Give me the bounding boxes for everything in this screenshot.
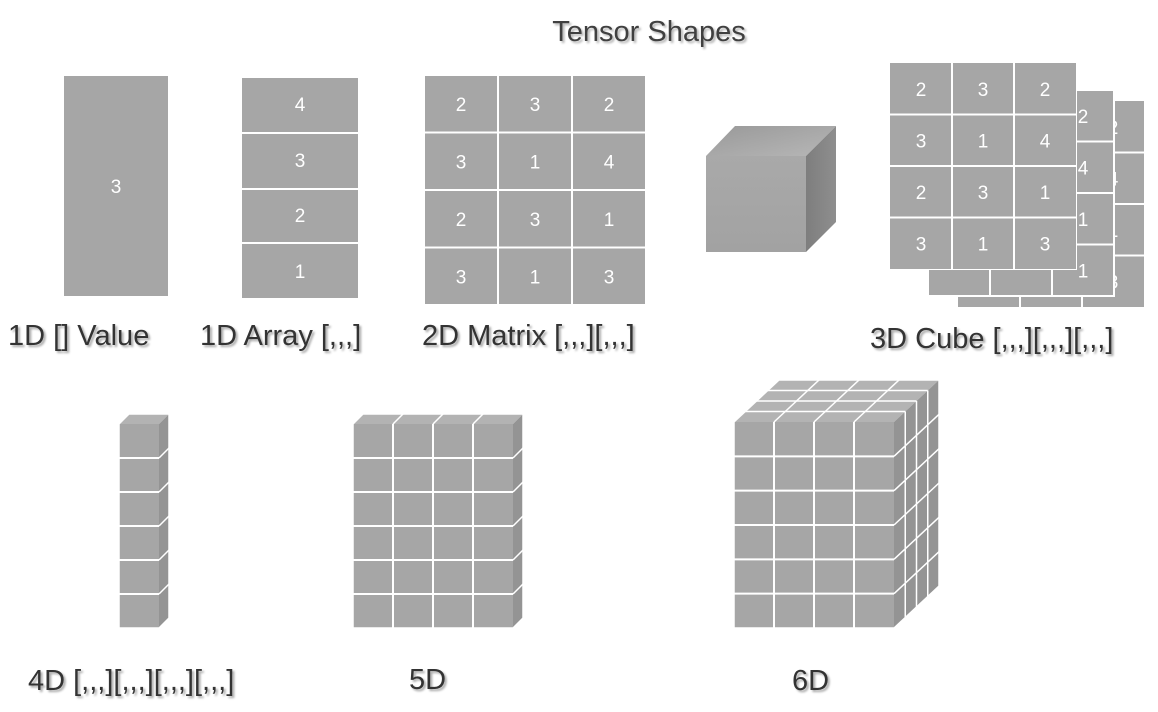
front-cell-text: 2 bbox=[1040, 80, 1051, 101]
matrix-cell-text: 3 bbox=[530, 210, 541, 231]
matrix-cell bbox=[573, 76, 645, 132]
front-cell-text: 3 bbox=[916, 234, 927, 255]
matrix-cell-text: 3 bbox=[456, 267, 467, 288]
prism-gridline bbox=[512, 515, 524, 527]
prism-gridline bbox=[392, 413, 404, 425]
front-cell-text: 4 bbox=[1040, 131, 1051, 152]
matrix-cell bbox=[573, 133, 645, 189]
matrix-cell bbox=[499, 248, 571, 304]
tensor-4d-prism bbox=[118, 413, 170, 629]
array-cell-text: 1 bbox=[295, 262, 306, 283]
prism-gridline bbox=[512, 447, 524, 459]
matrix-cell-text: 2 bbox=[456, 95, 467, 116]
cube-layer-stack: 24132411232314231313 bbox=[889, 62, 1144, 307]
matrix-cell bbox=[573, 248, 645, 304]
label-6d: 6D bbox=[792, 665, 830, 697]
prism-top-face bbox=[119, 414, 169, 424]
prism-gridline bbox=[472, 413, 484, 425]
label-3d-cube: 3D Cube [,,,][,,,][,,,] bbox=[870, 323, 1114, 355]
front-cell-text: 1 bbox=[978, 131, 989, 152]
matrix-cell-text: 1 bbox=[604, 210, 615, 231]
matrix-cell bbox=[499, 76, 571, 132]
matrix-cell bbox=[425, 191, 497, 247]
prism-gridline bbox=[158, 447, 170, 459]
front-cell-text: 3 bbox=[1040, 234, 1051, 255]
front-cell-text: 3 bbox=[978, 80, 989, 101]
middle-cell-text: 2 bbox=[1078, 107, 1089, 128]
prism-gridline bbox=[158, 549, 170, 561]
matrix-cell-text: 2 bbox=[456, 210, 467, 231]
front-cell-text: 2 bbox=[916, 80, 927, 101]
prism-outline bbox=[733, 379, 940, 629]
front-cell-text: 3 bbox=[916, 131, 927, 152]
matrix-cell bbox=[573, 191, 645, 247]
matrix-cell bbox=[425, 133, 497, 189]
prism-outline bbox=[118, 413, 170, 629]
matrix-cell-text: 3 bbox=[530, 95, 541, 116]
value-cell-text: 3 bbox=[111, 177, 122, 198]
middle-cell-text: 1 bbox=[1078, 261, 1089, 282]
array-cell bbox=[242, 134, 358, 188]
prism-gridline bbox=[158, 515, 170, 527]
label-5d: 5D bbox=[409, 664, 447, 696]
array-cell bbox=[242, 190, 358, 242]
middle-cell-text: 4 bbox=[1078, 158, 1089, 179]
matrix-cell-text: 1 bbox=[530, 152, 541, 173]
matrix-cell-text: 1 bbox=[530, 267, 541, 288]
prism-gridline bbox=[512, 481, 524, 493]
cube-top-face bbox=[706, 126, 836, 156]
value-block: 3 bbox=[64, 76, 168, 296]
prism-gridline bbox=[512, 549, 524, 561]
middle-cell-text: 1 bbox=[1078, 210, 1089, 231]
array-block: 4 3 2 1 bbox=[242, 78, 358, 298]
front-cell-text: 1 bbox=[978, 234, 989, 255]
diagram-title: Tensor Shapes bbox=[552, 16, 746, 48]
value-cell bbox=[64, 76, 168, 296]
matrix-cell bbox=[425, 76, 497, 132]
cube-solid bbox=[706, 126, 836, 252]
matrix-cell-text: 2 bbox=[604, 95, 615, 116]
label-1d-value: 1D [] Value bbox=[8, 320, 150, 352]
front-cell-text: 1 bbox=[1040, 183, 1051, 204]
matrix-cell-text: 4 bbox=[604, 152, 615, 173]
cube-side-face bbox=[806, 126, 836, 252]
matrix-cell bbox=[425, 248, 497, 304]
tensor-5d-prism bbox=[352, 413, 524, 629]
array-cell bbox=[242, 78, 358, 132]
front-cell-text: 3 bbox=[978, 183, 989, 204]
array-cell-text: 4 bbox=[295, 95, 306, 116]
prism-gridline bbox=[158, 583, 170, 595]
matrix-cell-text: 3 bbox=[604, 267, 615, 288]
cube-front-face bbox=[706, 156, 806, 252]
prism-gridline bbox=[158, 481, 170, 493]
matrix-block: 2 3 2 3 1 4 2 3 1 3 1 3 bbox=[425, 76, 645, 304]
array-cell-text: 2 bbox=[295, 206, 306, 227]
front-cell-text: 2 bbox=[916, 183, 927, 204]
prism-gridline bbox=[432, 413, 444, 425]
label-4d: 4D [,,,][,,,][,,,][,,,] bbox=[28, 665, 235, 697]
array-cell bbox=[242, 244, 358, 298]
label-1d-array: 1D Array [,,,] bbox=[200, 320, 362, 352]
matrix-cell bbox=[499, 191, 571, 247]
array-cell-text: 3 bbox=[295, 151, 306, 172]
label-2d-matrix: 2D Matrix [,,,][,,,] bbox=[422, 320, 635, 352]
matrix-cell-text: 3 bbox=[456, 152, 467, 173]
tensor-6d-prism bbox=[733, 379, 940, 629]
prism-gridline bbox=[512, 583, 524, 595]
prism-outline bbox=[352, 413, 524, 629]
matrix-cell bbox=[499, 133, 571, 189]
